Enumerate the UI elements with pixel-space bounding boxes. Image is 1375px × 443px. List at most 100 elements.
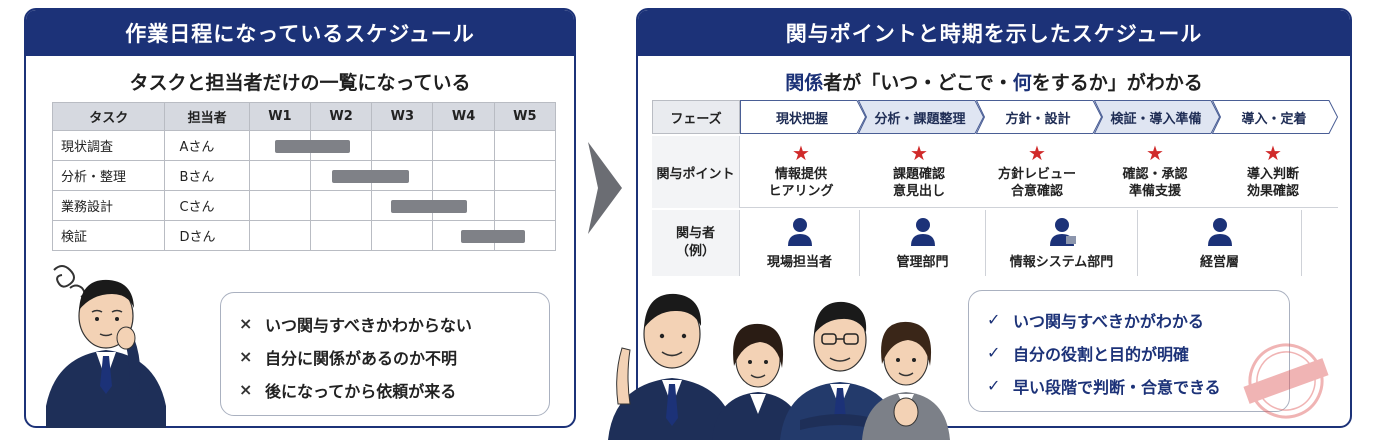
gantt-week-cell bbox=[493, 130, 557, 161]
stakeholder-label-line2: （例） bbox=[675, 244, 715, 259]
gantt-person: Cさん bbox=[164, 190, 250, 221]
gantt-task: 現状調査 bbox=[51, 130, 166, 161]
phase-table: フェーズ 現状把握分析・課題整理方針・設計検証・導入準備導入・定着 関与ポイント… bbox=[652, 100, 1338, 276]
gantt-header-w3: W3 bbox=[371, 102, 434, 131]
point-line1: 課題確認 bbox=[892, 167, 945, 182]
person-icon bbox=[788, 218, 812, 246]
right-subtitle: 関係者が「いつ・どこで・何をするか」がわかる bbox=[638, 68, 1350, 95]
phase-chevron bbox=[740, 100, 866, 134]
point-row: 関与ポイント ★情報提供ヒアリング★課題確認意見出し★方針レビュー合意確認★確認… bbox=[652, 136, 1338, 208]
gantt-week-cell bbox=[248, 220, 312, 251]
point-line1: 確認・承認 bbox=[1122, 167, 1188, 182]
phase-row: フェーズ 現状把握分析・課題整理方針・設計検証・導入準備導入・定着 bbox=[652, 100, 1338, 134]
person-icon bbox=[1208, 218, 1232, 246]
cross-icon: × bbox=[239, 314, 253, 333]
subtitle-highlight: 何 bbox=[1012, 72, 1032, 94]
gantt-week-cell bbox=[248, 190, 312, 221]
gantt-person: Bさん bbox=[164, 160, 250, 191]
gantt-week-cell bbox=[432, 130, 495, 161]
gantt-week-cell bbox=[493, 160, 557, 191]
stakeholder-name: 現場担当者 bbox=[766, 255, 832, 270]
subtitle-text: 者が「いつ・どこで・ bbox=[823, 72, 1013, 94]
gantt-header-w5: W5 bbox=[493, 102, 557, 131]
involvement-point: ★ 確認・承認準備支援 bbox=[1096, 136, 1214, 208]
phase-label: 分析・課題整理 bbox=[874, 111, 966, 127]
phase-chevron bbox=[1212, 100, 1338, 134]
involvement-point: ★方針レビュー合意確認 bbox=[978, 136, 1096, 208]
star-icon: ★ bbox=[910, 141, 928, 165]
gantt-task: 検証 bbox=[51, 220, 166, 251]
involvement-point: ★ 課題確認意見出し bbox=[860, 136, 978, 208]
subtitle-highlight: 関係 bbox=[785, 72, 824, 94]
gantt-header-w4: W4 bbox=[432, 102, 495, 131]
gantt-header-w2: W2 bbox=[309, 102, 373, 131]
phase-label: 検証・導入準備 bbox=[1110, 111, 1202, 127]
gantt-week-cell bbox=[432, 220, 525, 251]
gantt-header-row: タスク 担当者 W1 W2 W3 W4 W5 bbox=[51, 102, 557, 131]
issue-text: いつ関与すべきかわからない bbox=[265, 315, 472, 335]
benefits-bubble: ✓ いつ関与すべきかがわかる ✓ 自分の役割と目的が明確 ✓ 早い段階で判断・合意でき… bbox=[968, 290, 1290, 412]
check-icon: ✓ bbox=[987, 376, 1001, 395]
check-icon: ✓ bbox=[987, 343, 1001, 362]
team-illustration bbox=[608, 293, 950, 440]
gantt-week-cell bbox=[371, 160, 434, 191]
phase-label: 現状把握 bbox=[775, 111, 828, 127]
star-icon: ★ bbox=[1146, 141, 1164, 165]
point-line2: 意見出し bbox=[892, 184, 945, 199]
gantt-task: 業務設計 bbox=[51, 190, 166, 221]
gantt-week-cell bbox=[371, 130, 434, 161]
benefit-item: ✓ 早い段階で判断・合意できる bbox=[987, 369, 1289, 402]
issue-item: ×自分に関係があるのか不明 bbox=[239, 340, 549, 373]
gantt-week-cell bbox=[309, 160, 409, 191]
gantt-week-cell bbox=[493, 220, 557, 251]
phase-label: 方針・設計 bbox=[1005, 111, 1071, 127]
left-subtitle: タスクと担当者だけの一覧になっている bbox=[129, 72, 471, 94]
transition-arrow-icon bbox=[588, 142, 622, 234]
stakeholder-name: 情報システム部門 bbox=[1009, 255, 1114, 270]
gantt-week-cell bbox=[432, 190, 495, 221]
cross-icon: × bbox=[239, 380, 253, 399]
phase-chevron bbox=[976, 100, 1102, 134]
left-panel-title: 作業日程になっているスケジュール bbox=[26, 10, 574, 56]
phase-chevron bbox=[858, 100, 984, 134]
involvement-point: ★導入判断効果確認 bbox=[1214, 136, 1332, 208]
gantt-week-cell bbox=[309, 130, 373, 161]
left-panel: 作業日程になっているスケジュール タスクと担当者だけの一覧になっている タスク … bbox=[24, 8, 576, 428]
benefit-text: 早い段階で判断・合意できる bbox=[1013, 377, 1221, 397]
benefit-text: 自分の役割と目的が明確 bbox=[1013, 344, 1190, 364]
benefit-text: いつ関与すべきかがわかる bbox=[1013, 311, 1204, 331]
phase-chevron bbox=[1094, 100, 1220, 134]
right-panel-title: 関与ポイントと時期を示したスケジュール bbox=[638, 10, 1350, 56]
issues-bubble: × いつ関与すべきかわからない ×自分に関係があるのか不明 × 後になってから依頼が… bbox=[220, 292, 550, 416]
issue-text: 後になってから依頼が来る bbox=[265, 381, 457, 401]
gantt-week-cell bbox=[248, 130, 351, 161]
point-line2: ヒアリング bbox=[768, 184, 834, 199]
stakeholder: 経営層 bbox=[1138, 210, 1302, 276]
cross-icon: × bbox=[239, 347, 253, 366]
gantt-header-task: タスク bbox=[51, 102, 166, 131]
star-icon: ★ bbox=[1028, 141, 1046, 165]
benefit-item: ✓ いつ関与すべきかがわかる bbox=[987, 303, 1289, 336]
star-icon: ★ bbox=[1264, 141, 1282, 165]
gantt-week-cell bbox=[432, 160, 495, 191]
stakeholder: 情報システム部門 bbox=[986, 210, 1138, 276]
gantt-header-w1: W1 bbox=[248, 102, 312, 131]
gantt-person: Dさん bbox=[164, 220, 250, 251]
point-line2: 効果確認 bbox=[1246, 184, 1299, 199]
involvement-point: ★情報提供ヒアリング bbox=[742, 136, 860, 208]
stakeholder: 管理部門 bbox=[860, 210, 986, 276]
gantt-week-cell bbox=[493, 190, 557, 221]
stakeholder-row: 関与者 （例） 現場担当者管理部門情報システム部門経営層 bbox=[652, 210, 1338, 276]
stakeholder: 現場担当者 bbox=[740, 210, 860, 276]
gantt-week-cell bbox=[309, 220, 373, 251]
issue-item: × いつ関与すべきかわからない bbox=[239, 307, 549, 340]
point-line2: 準備支援 bbox=[1128, 184, 1181, 199]
person-icon bbox=[911, 218, 935, 246]
confused-person-illustration bbox=[46, 265, 166, 428]
subtitle-text: をするか」がわかる bbox=[1031, 72, 1203, 94]
check-icon: ✓ bbox=[987, 310, 1001, 329]
gantt-week-cell bbox=[371, 220, 434, 251]
gantt-task: 分析・整理 bbox=[51, 160, 166, 191]
